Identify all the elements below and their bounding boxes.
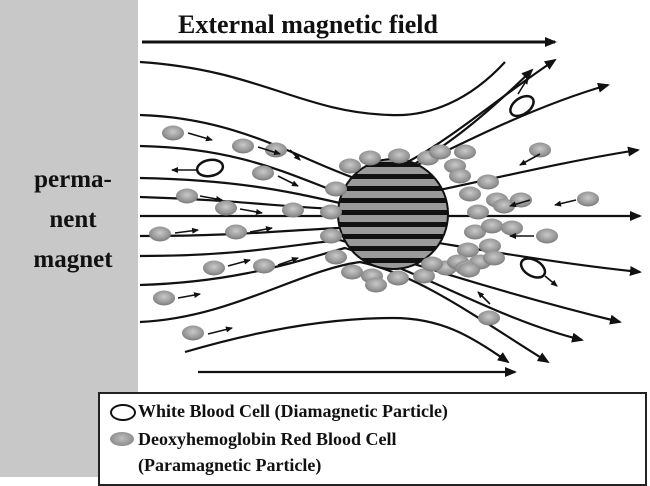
red-blood-cell <box>483 251 505 266</box>
red-blood-cell <box>325 182 347 197</box>
field-line <box>140 62 505 115</box>
red-blood-cell <box>282 203 304 218</box>
red-blood-cell <box>359 151 381 166</box>
red-blood-cell <box>458 263 480 278</box>
red-blood-cell <box>429 145 451 160</box>
field-line <box>185 318 508 362</box>
red-blood-cell <box>529 143 551 158</box>
red-blood-cell <box>387 271 409 286</box>
cell-drift-arrow <box>555 200 576 205</box>
red-blood-cell <box>253 259 275 274</box>
red-blood-cell <box>225 225 247 240</box>
red-blood-cell <box>536 229 558 244</box>
legend-row-wbc: White Blood Cell (Diamagnetic Particle) <box>100 398 448 424</box>
sphere-stripe <box>330 198 460 203</box>
cell-drift-arrow <box>208 328 232 334</box>
legend: White Blood Cell (Diamagnetic Particle) … <box>98 392 647 486</box>
cell-drift-arrow <box>240 209 262 213</box>
legend-row-rbc: Deoxyhemoglobin Red Blood Cell <box>100 426 397 452</box>
red-blood-cell <box>339 159 361 174</box>
red-blood-cell <box>341 265 363 280</box>
cell-drift-arrow <box>228 260 250 266</box>
red-blood-cell <box>477 175 499 190</box>
white-blood-cell <box>507 92 537 120</box>
red-blood-cell <box>577 192 599 207</box>
legend-row-rbc-2: (Paramagnetic Particle) <box>100 452 321 478</box>
red-blood-cell <box>232 139 254 154</box>
red-blood-cell <box>467 205 489 220</box>
red-blood-cell <box>481 219 503 234</box>
cell-drift-arrow <box>175 230 198 233</box>
legend-rbc-label-line2: (Paramagnetic Particle) <box>138 455 321 476</box>
red-blood-cell <box>176 189 198 204</box>
legend-wbc-label: White Blood Cell (Diamagnetic Particle) <box>138 401 448 422</box>
red-blood-cell <box>449 169 471 184</box>
red-blood-cell <box>162 126 184 141</box>
red-blood-cell <box>325 250 347 265</box>
red-blood-cell <box>388 149 410 164</box>
sphere-stripe <box>330 210 460 215</box>
red-blood-cell <box>203 261 225 276</box>
red-blood-cell <box>320 229 342 244</box>
legend-rbc-label-line1: Deoxyhemoglobin Red Blood Cell <box>138 429 397 450</box>
sphere-stripe <box>330 234 460 239</box>
red-blood-cell <box>252 166 274 181</box>
cell-drift-arrow <box>178 294 200 298</box>
red-blood-cell <box>459 187 481 202</box>
red-blood-cell-icon <box>100 426 138 452</box>
white-blood-cell <box>196 158 224 178</box>
cell-drift-arrow <box>278 176 298 186</box>
red-blood-cell <box>454 145 476 160</box>
cell-drift-arrow <box>545 276 557 286</box>
cell-drift-arrow <box>188 133 212 140</box>
white-blood-cell-icon <box>100 398 138 424</box>
red-blood-cell <box>320 205 342 220</box>
red-blood-cell <box>365 278 387 293</box>
red-blood-cell <box>153 291 175 306</box>
sphere-stripe <box>330 222 460 227</box>
cell-drift-arrow <box>520 154 540 165</box>
red-blood-cell <box>149 227 171 242</box>
red-blood-cell <box>478 311 500 326</box>
red-blood-cell <box>501 221 523 236</box>
red-blood-cell <box>215 201 237 216</box>
red-blood-cell <box>421 257 443 272</box>
red-blood-cell <box>182 326 204 341</box>
